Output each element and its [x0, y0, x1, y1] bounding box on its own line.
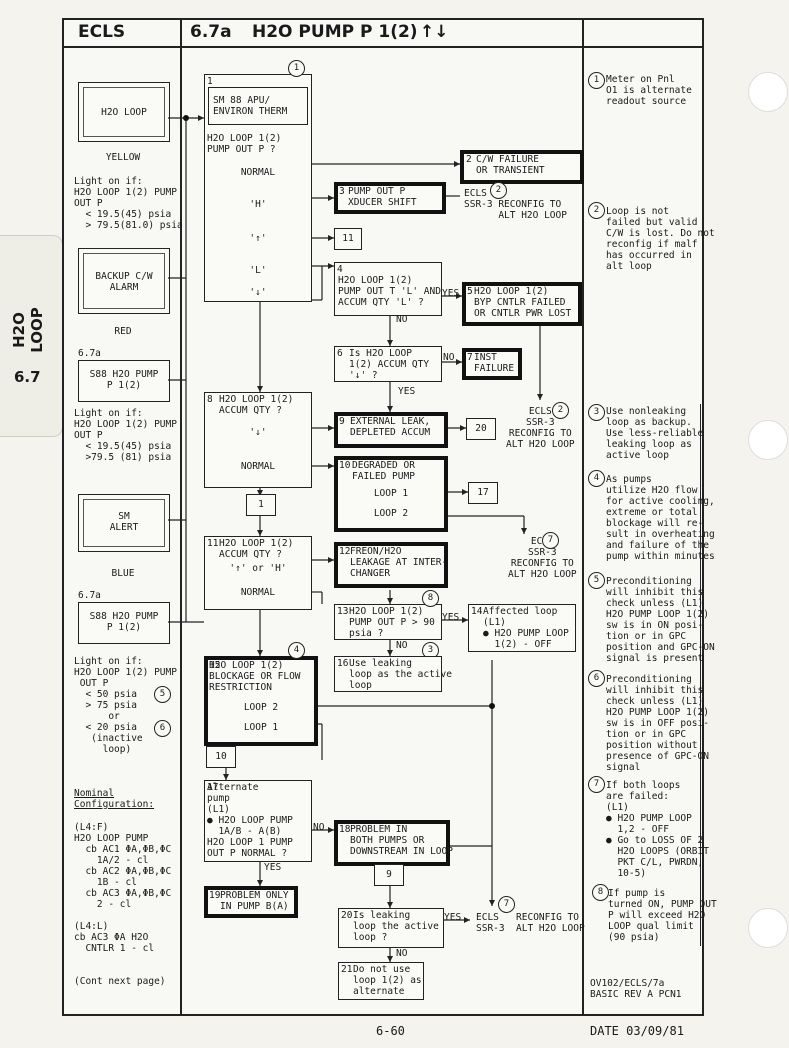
- page-number: 6-60: [376, 1024, 405, 1038]
- box-20[interactable]: 20 Is leaking loop the active loop ?: [338, 908, 444, 948]
- note-ref-2b: 2: [552, 402, 569, 419]
- box-14[interactable]: 14 Affected loop (L1) ● H2O PUMP LOOP 1(…: [468, 604, 576, 652]
- box-5[interactable]: 5 H2O LOOP 1(2) BYP CNTLR FAILED OR CNTL…: [462, 282, 582, 326]
- note-7-text: If both loops are failed: (L1) ● H2O PUM…: [606, 780, 709, 879]
- box-1[interactable]: 1 SM 88 APU/ ENVIRON THERM H2O LOOP 1(2)…: [204, 74, 312, 302]
- connector-10[interactable]: 10: [206, 746, 236, 768]
- header-number: 6.7a: [190, 22, 232, 42]
- box-19[interactable]: 19 PROBLEM ONLY IN PUMP B(A): [204, 886, 298, 918]
- no-17: NO: [313, 822, 325, 833]
- box-8[interactable]: 8 H2O LOOP 1(2) ACCUM QTY ? '↓' NORMAL: [204, 392, 312, 488]
- yes-13: YES: [442, 612, 460, 623]
- header-system: ECLS: [78, 22, 126, 42]
- box-11[interactable]: 11 H2O LOOP 1(2) ACCUM QTY ? '↑' or 'H' …: [204, 536, 312, 610]
- yes-4: YES: [442, 288, 460, 299]
- light-color-yellow: YELLOW: [105, 152, 141, 163]
- note-1-text: Meter on Pnl O1 is alternate readout sou…: [606, 74, 692, 107]
- light-color-red: RED: [114, 326, 132, 337]
- connector-20a[interactable]: 20: [466, 418, 496, 440]
- light-on-note-3: Light on if: H2O LOOP 1(2) PUMP OUT P < …: [74, 656, 177, 755]
- note-5-number: 5: [588, 572, 605, 589]
- ecls-reconfig-a: ECLS SSR-3 RECONFIG TO ALT H2O LOOP: [464, 188, 567, 221]
- note-6-number: 6: [588, 670, 605, 687]
- note-5-text: Preconditioning will inhibit this check …: [606, 576, 715, 664]
- note-1-number: 1: [588, 72, 605, 89]
- note-ref-8: 8: [422, 590, 439, 607]
- ecls-reconfig-d: ECLS RECONFIG TO SSR-3 ALT H2O LOOP: [476, 912, 585, 934]
- junction-dot-1: [183, 115, 189, 121]
- note-ref-7b: 7: [498, 896, 515, 913]
- note-2-number: 2: [588, 202, 605, 219]
- light-h2o-loop[interactable]: H2O LOOP: [78, 82, 170, 142]
- light-on-note-2: Light on if: H2O LOOP 1(2) PUMP OUT P < …: [74, 408, 177, 463]
- header-arrows: ↑↓: [420, 22, 449, 42]
- nominal-config-title: Nominal Configuration:: [74, 788, 155, 810]
- note-6-text: Preconditioning will inhibit this check …: [606, 674, 709, 773]
- box-10[interactable]: 10 DEGRADED OR FAILED PUMP LOOP 1 LOOP 2: [334, 456, 448, 532]
- box-6[interactable]: 6 Is H2O LOOP 1(2) ACCUM QTY '↓' ?: [334, 346, 442, 382]
- note-ref-7a: 7: [542, 532, 559, 549]
- box-16[interactable]: 16 Use leaking loop as the active loop: [334, 656, 452, 692]
- box-4[interactable]: 4 H2O LOOP 1(2) PUMP OUT T 'L' AND ACCUM…: [334, 262, 442, 316]
- page-date: DATE 03/09/81: [590, 1024, 684, 1038]
- nominal-config-text: (L4:F) H2O LOOP PUMP cb AC1 ΦA,ΦB,ΦC 1A/…: [74, 822, 172, 954]
- light-ref-1: 6.7a: [78, 348, 101, 359]
- no-20: NO: [396, 948, 408, 959]
- note-ref-2a: 2: [490, 182, 507, 199]
- note-8-number: 8: [592, 884, 609, 901]
- document-id: OV102/ECLS/7a BASIC REV A PCN1: [590, 978, 682, 1000]
- box-15[interactable]: 15 H2O LOOP 1(2) BLOCKAGE OR FLOW RESTRI…: [204, 656, 318, 746]
- connector-1[interactable]: 1: [246, 494, 276, 516]
- box-3[interactable]: 3 PUMP OUT P XDUCER SHIFT: [334, 182, 446, 214]
- note-4-number: 4: [588, 470, 605, 487]
- note-7-number: 7: [588, 776, 605, 793]
- note-8-text: If pump is turned ON, PUMP OUT P will ex…: [608, 888, 717, 943]
- yes-20: YES: [444, 912, 462, 923]
- yes-6: YES: [398, 386, 416, 397]
- connector-11a[interactable]: 11: [334, 228, 362, 250]
- note-3-text: Use nonleaking loop as backup. Use less-…: [606, 406, 704, 461]
- light-sm-alert[interactable]: SM ALERT: [78, 494, 170, 552]
- box-13[interactable]: 13 H2O LOOP 1(2) PUMP OUT P > 90 psia ?: [334, 604, 442, 640]
- light-backup-cw-alarm[interactable]: BACKUP C/W ALARM: [78, 248, 170, 314]
- box-7[interactable]: 7 INST FAILURE: [462, 348, 522, 380]
- box-9[interactable]: 9 EXTERNAL LEAK, DEPLETED ACCUM: [334, 412, 448, 448]
- note-ref-5: 5: [154, 686, 171, 703]
- light-color-blue: BLUE: [111, 568, 135, 579]
- junction-dot-2: [489, 703, 495, 709]
- box-12[interactable]: 12 FREON/H2O LEAKAGE AT INTER- CHANGER: [334, 542, 448, 588]
- tab-number: 6.7: [14, 368, 41, 386]
- light-s88-h2o-pump-2[interactable]: S88 H2O PUMP P 1(2): [78, 602, 170, 644]
- header-title: H2O PUMP P 1(2): [252, 22, 418, 42]
- note-2-text: Loop is not failed but valid C/W is lost…: [606, 206, 715, 272]
- yes-17: YES: [264, 862, 282, 873]
- box-18[interactable]: 18 PROBLEM IN BOTH PUMPS OR DOWNSTREAM I…: [334, 820, 453, 866]
- light-s88-h2o-pump-1[interactable]: S88 H2O PUMP P 1(2): [78, 360, 170, 402]
- punch-hole-top: [748, 72, 788, 112]
- box-21[interactable]: 21 Do not use loop 1(2) as alternate: [338, 962, 424, 1000]
- continued-next-page: (Cont next page): [74, 976, 166, 987]
- punch-hole-bottom: [748, 908, 788, 948]
- light-on-note-1: Light on if: H2O LOOP 1(2) PUMP OUT P < …: [74, 176, 183, 231]
- light-ref-2: 6.7a: [78, 590, 101, 601]
- no-4: NO: [396, 314, 408, 325]
- note-ref-1: 1: [288, 60, 305, 77]
- ecls-reconfig-b: ECLS SSR-3 RECONFIG TO ALT H2O LOOP: [506, 406, 575, 450]
- no-13: NO: [396, 640, 408, 651]
- connector-17a[interactable]: 17: [468, 482, 498, 504]
- box-2[interactable]: 2 C/W FAILURE OR TRANSIENT: [460, 150, 584, 184]
- connector-9[interactable]: 9: [374, 864, 404, 886]
- note-3-number: 3: [588, 404, 605, 421]
- punch-hole-middle: [748, 420, 788, 460]
- note-ref-6: 6: [154, 720, 171, 737]
- box-17[interactable]: 17 Alternate pump (L1) ● H2O LOOP PUMP 1…: [204, 780, 312, 862]
- note-ref-4: 4: [288, 642, 305, 659]
- no-6: NO: [443, 352, 455, 363]
- note-4-text: As pumps utilize H2O flow for active coo…: [606, 474, 715, 562]
